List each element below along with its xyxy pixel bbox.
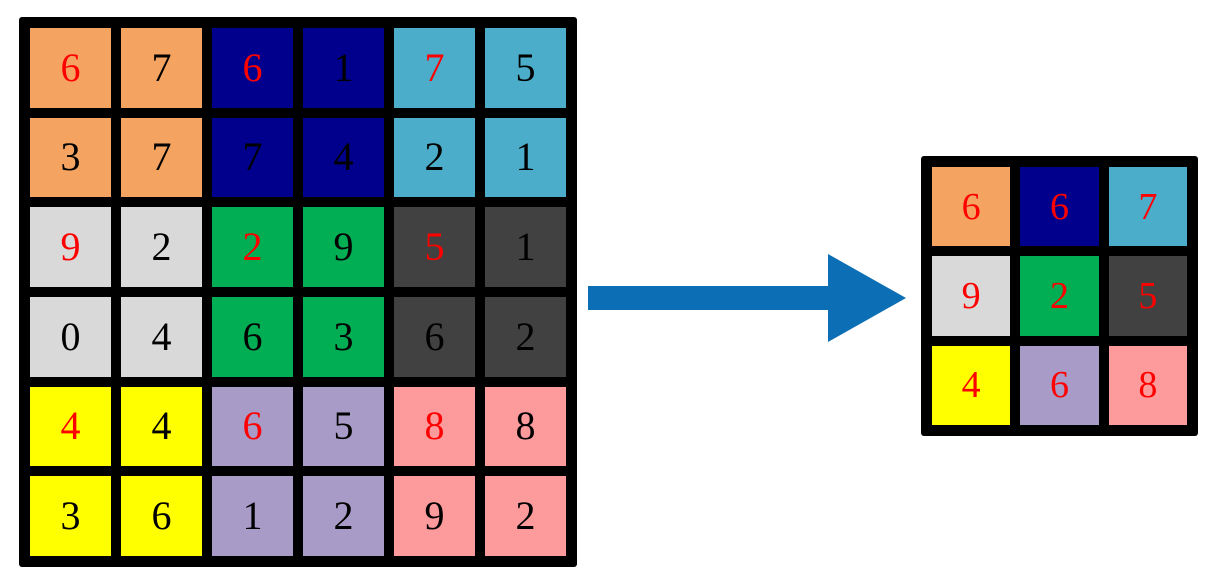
transform-arrow-icon [588,254,906,342]
grid-cell[interactable]: 6 [212,386,293,467]
grid-cell[interactable]: 6 [30,28,111,108]
grid-cell[interactable]: 2 [303,476,384,556]
grid-cell[interactable]: 7 [121,28,202,108]
grid-cell[interactable]: 6 [394,296,475,377]
grid-cell[interactable]: 8 [394,386,475,467]
grid-cell[interactable]: 4 [932,345,1011,425]
grid-cell[interactable]: 6 [1020,345,1099,425]
grid-cell[interactable]: 5 [394,207,475,287]
grid-cell[interactable]: 6 [212,28,293,108]
grid-cell[interactable]: 4 [121,386,202,467]
grid-cell[interactable]: 3 [30,476,111,556]
grid-cell[interactable]: 4 [303,117,384,198]
grid-cell[interactable]: 2 [121,207,202,287]
grid-cell[interactable]: 8 [485,386,566,467]
grid-cell[interactable]: 7 [212,117,293,198]
grid-cell[interactable]: 5 [1108,256,1187,336]
grid-cell[interactable]: 8 [1108,345,1187,425]
grid-cell[interactable]: 5 [485,28,566,108]
grid-cell[interactable]: 0 [30,296,111,377]
grid-cell[interactable]: 6 [212,296,293,377]
grid-cell[interactable]: 2 [485,476,566,556]
grid-cell[interactable]: 6 [121,476,202,556]
grid-cell[interactable]: 2 [485,296,566,377]
grid-cell[interactable]: 1 [485,207,566,287]
grid-cell[interactable]: 9 [932,256,1011,336]
grid-cell[interactable]: 1 [212,476,293,556]
grid-cell[interactable]: 4 [121,296,202,377]
grid-cell[interactable]: 6 [1020,167,1099,247]
grid-cell[interactable]: 2 [394,117,475,198]
grid-cell[interactable]: 3 [30,117,111,198]
grid-cell[interactable]: 2 [1020,256,1099,336]
grid-cell[interactable]: 9 [303,207,384,287]
grid-cell[interactable]: 7 [394,28,475,108]
grid-cell[interactable]: 1 [303,28,384,108]
grid-cell[interactable]: 6 [932,167,1011,247]
grid-cell[interactable]: 7 [121,117,202,198]
grid-cell[interactable]: 7 [1108,167,1187,247]
grid-cell[interactable]: 1 [485,117,566,198]
grid-cell[interactable]: 3 [303,296,384,377]
grid-cell[interactable]: 5 [303,386,384,467]
grid-cell[interactable]: 4 [30,386,111,467]
grid-cell[interactable]: 9 [394,476,475,556]
grid-cell[interactable]: 9 [30,207,111,287]
grid-cell[interactable]: 2 [212,207,293,287]
